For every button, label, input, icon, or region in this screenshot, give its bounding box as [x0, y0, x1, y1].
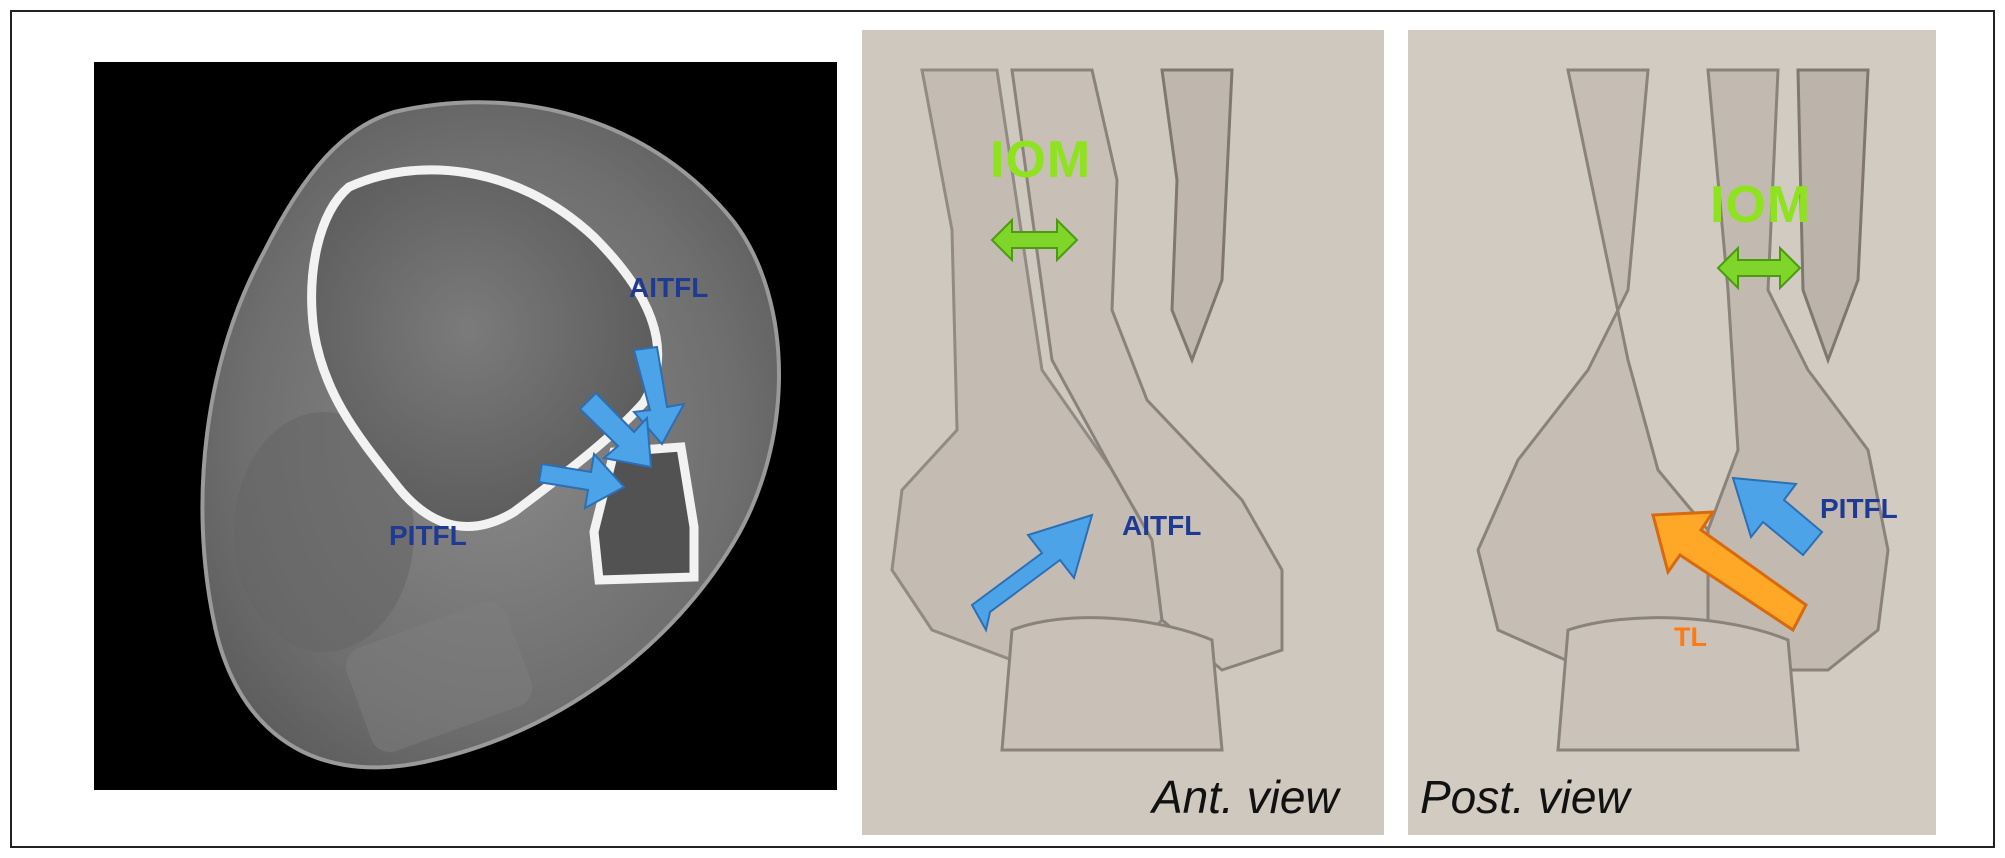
fibula-bone: [594, 447, 694, 580]
posterior-ankle-specimen: [1408, 30, 1936, 835]
post-tl-label: TL: [1674, 622, 1707, 653]
ant-aitfl-label: AITFL: [1122, 510, 1201, 542]
ant-view-caption: Ant. view: [1152, 770, 1339, 824]
ct-aitfl-label: AITFL: [629, 272, 708, 304]
ct-pitfl-label: PITFL: [389, 520, 467, 552]
post-view-caption: Post. view: [1420, 770, 1630, 824]
post-iom-label: IOM: [1710, 175, 1811, 235]
posterior-view-panel: IOM PITFL TL Post. view: [1408, 30, 1936, 835]
post-pitfl-label: PITFL: [1820, 493, 1898, 525]
talus-outline: [1002, 618, 1222, 750]
ct-scan-image: [94, 62, 837, 790]
ct-scan-panel: AITFL PITFL: [94, 62, 837, 790]
anterior-view-panel: IOM AITFL Ant. view: [862, 30, 1384, 835]
anterior-ankle-specimen: [862, 30, 1384, 835]
ant-iom-label: IOM: [990, 130, 1091, 190]
